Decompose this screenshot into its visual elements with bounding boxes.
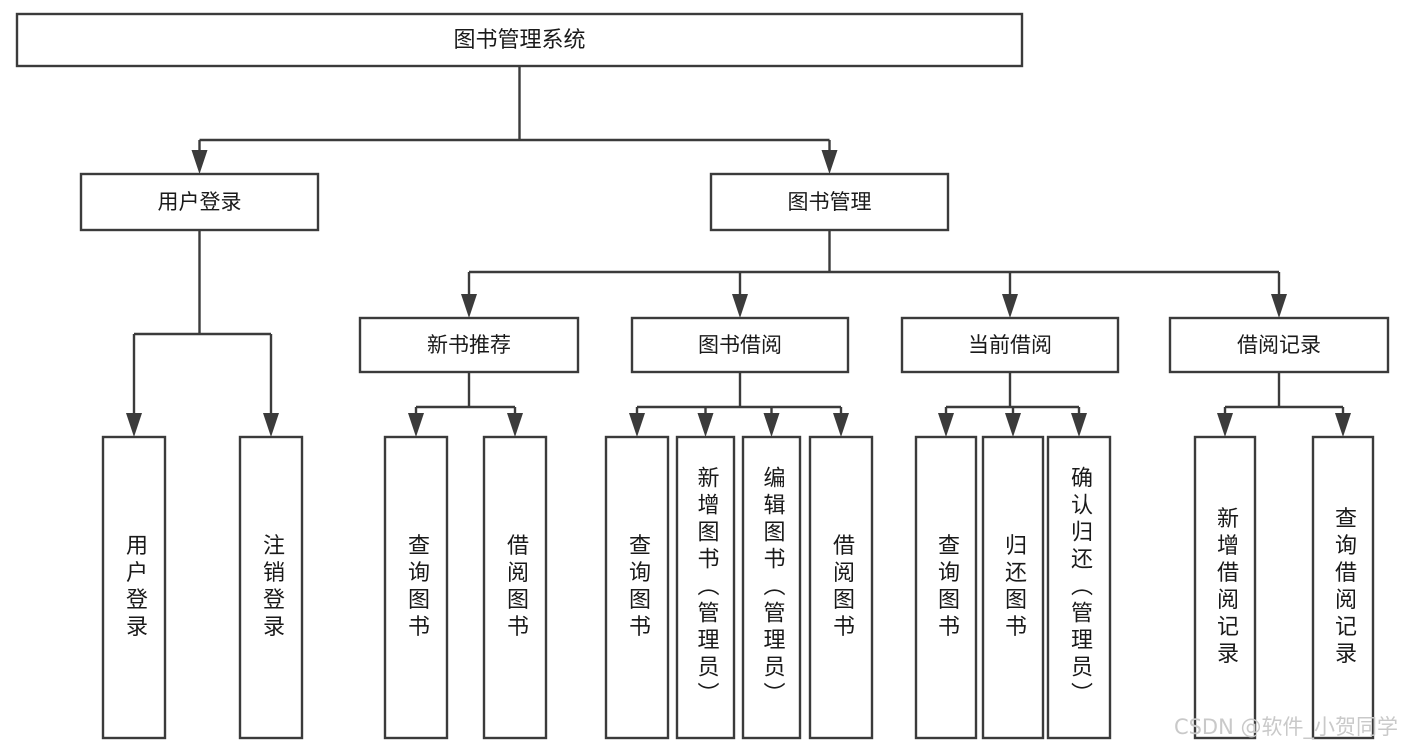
arrow-head-icon	[629, 413, 645, 437]
node-label-leaf-query-record: 查询借阅记录	[1331, 507, 1357, 669]
node-book-borrow[interactable]: 图书借阅	[630, 316, 850, 374]
arrow-head-icon	[408, 413, 424, 437]
node-user-login[interactable]: 用户登录	[79, 172, 320, 232]
connector-root	[191, 66, 838, 174]
connector-user-login	[126, 230, 279, 437]
node-label-leaf-add-book: 新增图书（管理员）	[694, 466, 720, 709]
arrow-head-icon	[763, 413, 780, 437]
node-leaf-borrow-book-2[interactable]: 借阅图书	[808, 435, 874, 740]
node-label-book-borrow: 图书借阅	[698, 333, 782, 357]
connector-book-borrow	[629, 372, 849, 437]
node-new-book-rec[interactable]: 新书推荐	[358, 316, 580, 374]
connector-current-borrow	[938, 372, 1087, 437]
node-leaf-add-record[interactable]: 新增借阅记录	[1193, 435, 1257, 740]
arrow-head-icon	[938, 413, 954, 437]
node-box-root[interactable]	[15, 12, 1024, 68]
connector-new-book-rec	[408, 372, 523, 437]
node-leaf-add-book[interactable]: 新增图书（管理员）	[675, 435, 736, 740]
node-leaf-logout[interactable]: 注销登录	[238, 435, 304, 740]
node-box-book-borrow[interactable]	[630, 316, 850, 374]
node-box-leaf-add-book[interactable]	[675, 435, 736, 740]
node-label-current-borrow: 当前借阅	[968, 333, 1052, 357]
node-label-leaf-logout: 注销登录	[259, 534, 285, 642]
node-box-leaf-query-book-3[interactable]	[914, 435, 978, 740]
node-leaf-edit-book[interactable]: 编辑图书（管理员）	[741, 435, 802, 740]
arrow-head-icon	[1217, 413, 1233, 437]
connector-layer	[126, 66, 1351, 437]
csdn-watermark: CSDN @软件_小贺同学	[1174, 715, 1398, 740]
arrow-head-icon	[833, 413, 849, 437]
node-leaf-borrow-book-1[interactable]: 借阅图书	[482, 435, 548, 740]
arrow-head-icon	[461, 294, 477, 318]
node-box-leaf-return-book[interactable]	[981, 435, 1045, 740]
node-box-book-manage[interactable]	[709, 172, 950, 232]
connector-book-manage	[461, 230, 1287, 318]
node-leaf-query-book-2[interactable]: 查询图书	[604, 435, 670, 740]
arrow-head-icon	[263, 413, 279, 437]
arrow-head-icon	[732, 294, 748, 318]
arrow-head-icon	[191, 150, 208, 174]
node-box-leaf-confirm-return[interactable]	[1046, 435, 1112, 740]
node-book-manage[interactable]: 图书管理	[709, 172, 950, 232]
node-box-leaf-add-record[interactable]	[1193, 435, 1257, 740]
node-label-book-manage: 图书管理	[788, 190, 872, 214]
node-label-borrow-record: 借阅记录	[1237, 333, 1321, 357]
node-label-leaf-return-book: 归还图书	[1001, 534, 1027, 642]
node-label-leaf-query-book-2: 查询图书	[625, 534, 651, 642]
arrow-head-icon	[697, 413, 714, 437]
node-box-leaf-query-book-2[interactable]	[604, 435, 670, 740]
arrow-head-icon	[1071, 413, 1087, 437]
node-root[interactable]: 图书管理系统	[15, 12, 1024, 68]
node-label-leaf-user-login: 用户登录	[122, 534, 148, 642]
node-label-leaf-query-book-1: 查询图书	[404, 534, 430, 642]
node-leaf-confirm-return[interactable]: 确认归还（管理员）	[1046, 435, 1112, 740]
arrow-head-icon	[821, 150, 838, 174]
node-label-leaf-edit-book: 编辑图书（管理员）	[760, 466, 786, 709]
arrow-head-icon	[1335, 413, 1351, 437]
node-leaf-query-record[interactable]: 查询借阅记录	[1311, 435, 1375, 740]
node-box-borrow-record[interactable]	[1168, 316, 1390, 374]
node-label-leaf-add-record: 新增借阅记录	[1213, 507, 1239, 669]
node-borrow-record[interactable]: 借阅记录	[1168, 316, 1390, 374]
node-label-leaf-borrow-book-2: 借阅图书	[829, 534, 855, 642]
node-box-leaf-query-record[interactable]	[1311, 435, 1375, 740]
node-current-borrow[interactable]: 当前借阅	[900, 316, 1120, 374]
arrow-head-icon	[507, 413, 523, 437]
node-label-leaf-borrow-book-1: 借阅图书	[503, 534, 529, 642]
node-box-leaf-borrow-book-2[interactable]	[808, 435, 874, 740]
node-box-leaf-query-book-1[interactable]	[383, 435, 449, 740]
watermark-layer: CSDN @软件_小贺同学	[1174, 715, 1398, 740]
node-leaf-query-book-3[interactable]: 查询图书	[914, 435, 978, 740]
node-box-current-borrow[interactable]	[900, 316, 1120, 374]
node-box-user-login[interactable]	[79, 172, 320, 232]
node-label-new-book-rec: 新书推荐	[427, 333, 511, 357]
node-box-leaf-user-login[interactable]	[101, 435, 167, 740]
connector-borrow-record	[1217, 372, 1351, 437]
arrow-head-icon	[1271, 294, 1287, 318]
node-box-leaf-borrow-book-1[interactable]	[482, 435, 548, 740]
node-label-leaf-query-book-3: 查询图书	[934, 534, 960, 642]
node-leaf-return-book[interactable]: 归还图书	[981, 435, 1045, 740]
node-leaf-query-book-1[interactable]: 查询图书	[383, 435, 449, 740]
node-label-root: 图书管理系统	[453, 28, 585, 53]
arrow-head-icon	[1002, 294, 1018, 318]
node-box-new-book-rec[interactable]	[358, 316, 580, 374]
node-box-leaf-edit-book[interactable]	[741, 435, 802, 740]
node-box-leaf-logout[interactable]	[238, 435, 304, 740]
node-leaf-user-login[interactable]: 用户登录	[101, 435, 167, 740]
node-label-user-login: 用户登录	[158, 190, 242, 214]
node-label-leaf-confirm-return: 确认归还（管理员）	[1067, 466, 1093, 709]
arrow-head-icon	[1005, 413, 1021, 437]
arrow-head-icon	[126, 413, 142, 437]
node-layer: 图书管理系统用户登录图书管理新书推荐图书借阅当前借阅借阅记录用户登录注销登录查询…	[15, 12, 1390, 740]
